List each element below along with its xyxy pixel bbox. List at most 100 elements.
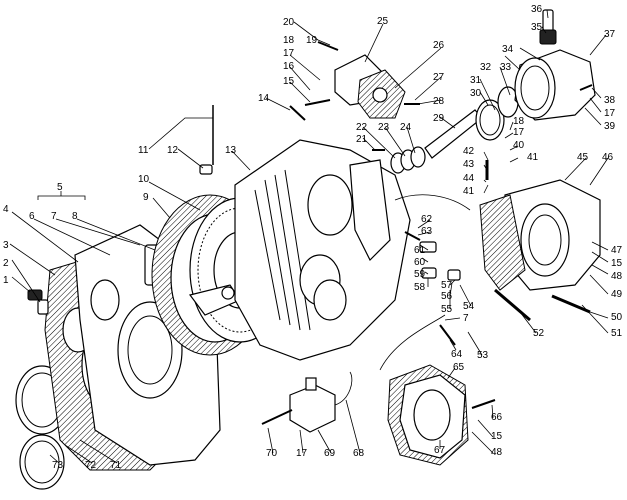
callout-label: 48 <box>491 447 503 458</box>
bolt-61 <box>404 231 421 241</box>
callout-label: 15 <box>491 431 503 442</box>
bolt-64 <box>439 324 456 346</box>
pipe-curve <box>394 194 471 211</box>
callout-label: 12 <box>167 145 179 156</box>
bolt-15 <box>304 99 331 106</box>
rear-housing-bore-inner <box>528 214 562 266</box>
callout-label: 51 <box>611 328 623 339</box>
callout-label: 6 <box>29 211 35 222</box>
callout-label: 67 <box>434 445 446 456</box>
bolt-66 <box>471 399 496 409</box>
callout-label: 46 <box>602 152 614 163</box>
shaft-bolt <box>221 286 235 300</box>
callout-label: 62 <box>421 214 433 225</box>
valve-block-69 <box>289 384 336 433</box>
callout-label: 29 <box>433 113 445 124</box>
plug-58 <box>421 267 437 279</box>
callout-label: 22 <box>356 122 368 133</box>
callout-label: 39 <box>604 121 616 132</box>
callout-label: 35 <box>531 22 543 33</box>
bolt-70 <box>261 409 293 425</box>
leader-lines <box>9 9 609 464</box>
housing-fins <box>254 169 311 331</box>
callout-label: 68 <box>353 448 365 459</box>
ring-24 <box>410 146 426 168</box>
rod-52 <box>494 288 531 322</box>
callout-label: 33 <box>500 62 512 73</box>
callout-label: 71 <box>110 460 122 471</box>
callout-label: 57 <box>441 280 453 291</box>
front-cover-bore2 <box>90 279 120 321</box>
callout-label: 58 <box>414 282 426 293</box>
callout-label: 23 <box>378 122 390 133</box>
callout-label: 19 <box>306 35 318 46</box>
callout-label: 5 <box>57 182 63 193</box>
housing-bore-top <box>307 174 353 236</box>
callout-label: 47 <box>611 245 623 256</box>
callout-label: 38 <box>604 95 616 106</box>
callout-label: 41 <box>527 152 539 163</box>
callout-label: 50 <box>611 312 623 323</box>
callout-label: 34 <box>502 44 514 55</box>
callout-label: 45 <box>577 152 589 163</box>
plug-60 <box>419 241 437 253</box>
callout-label: 25 <box>377 16 389 27</box>
callout-label: 41 <box>463 186 475 197</box>
callout-label: 4 <box>3 204 9 215</box>
callout-label: 59 <box>414 269 426 280</box>
ring-73-inner <box>24 440 60 484</box>
housing-67-bore <box>413 389 451 441</box>
callout-label: 15 <box>611 258 623 269</box>
callout-label: 53 <box>477 350 489 361</box>
callout-label: 15 <box>283 76 295 87</box>
callout-label: 73 <box>52 460 64 471</box>
plug-12 <box>199 164 213 175</box>
callout-label: 17 <box>513 127 525 138</box>
callout-label: 31 <box>470 75 482 86</box>
callout-label: 36 <box>531 4 543 15</box>
callout-label: 17 <box>604 108 616 119</box>
callout-label: 48 <box>611 271 623 282</box>
callout-label: 8 <box>72 211 78 222</box>
housing-neck <box>349 159 391 262</box>
callout-label: 42 <box>463 146 475 157</box>
callout-label: 21 <box>356 134 368 145</box>
callout-label: 17 <box>283 48 295 59</box>
callout-label: 3 <box>3 240 9 251</box>
callout-label: 30 <box>470 88 482 99</box>
front-cover-bore-inner <box>127 315 173 385</box>
callout-label: 64 <box>451 349 463 360</box>
fitting-35 <box>539 29 557 45</box>
housing-37-bore-inner <box>520 65 550 111</box>
callout-label: 24 <box>400 122 412 133</box>
callout-label: 37 <box>604 29 616 40</box>
callout-label: 61 <box>414 245 426 256</box>
bolt-14 <box>289 105 306 121</box>
callout-label: 10 <box>138 174 150 185</box>
callout-label: 20 <box>283 17 295 28</box>
callout-label: 9 <box>143 192 149 203</box>
callout-label: 7 <box>463 313 469 324</box>
housing-bore-low <box>313 279 347 321</box>
callout-label: 11 <box>138 145 149 156</box>
callout-label: 17 <box>296 448 308 459</box>
callout-label: 63 <box>421 226 433 237</box>
callout-label: 18 <box>513 116 525 127</box>
callout-label: 69 <box>324 448 336 459</box>
valve-stem <box>305 377 317 391</box>
bolt-51 <box>551 294 591 314</box>
callout-label: 7 <box>51 211 57 222</box>
callout-label: 43 <box>463 159 475 170</box>
callout-label: 2 <box>3 258 9 269</box>
callout-label: 44 <box>463 173 475 184</box>
ring-73 <box>19 434 65 490</box>
main-housing-13 <box>234 139 411 361</box>
callout-label: 65 <box>453 362 465 373</box>
callout-label: 40 <box>513 140 525 151</box>
callout-label: 26 <box>433 40 445 51</box>
callout-label: 16 <box>283 61 295 72</box>
pipe-68 <box>334 371 353 406</box>
parts-drawing <box>15 9 601 490</box>
callout-label: 1 <box>3 275 9 286</box>
callout-label: 66 <box>491 412 503 423</box>
